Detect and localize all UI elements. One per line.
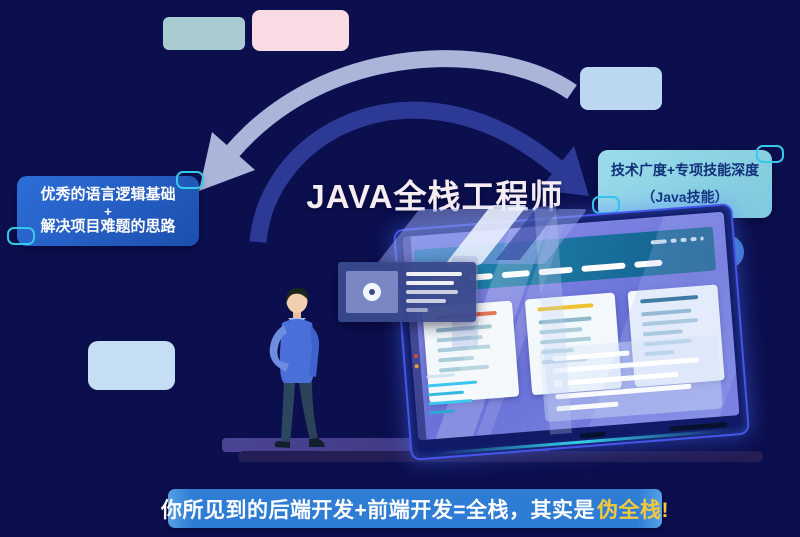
- thumbnail: [346, 271, 398, 313]
- curved-arrow-left-icon: [199, 50, 577, 191]
- media-card-lines: [406, 272, 462, 317]
- person-illustration: [269, 287, 325, 448]
- bottom-banner: 你所见到的后端开发+前端开发=全栈，其实是 伪全栈!: [161, 489, 669, 528]
- left-card-line: 优秀的语言逻辑基础: [40, 185, 176, 203]
- code-lines: [426, 372, 479, 421]
- outline-accent-icon: [176, 171, 204, 189]
- person-neck: [293, 311, 301, 319]
- disc-icon: [363, 283, 381, 301]
- floor-shadow: [238, 451, 763, 462]
- text-line: [406, 281, 454, 285]
- left-highlight-card: 优秀的语言逻辑基础 + 解决项目难题的思路: [17, 176, 199, 246]
- monitor-vent: [669, 422, 728, 432]
- text-line: [406, 272, 462, 276]
- text-line: [427, 390, 464, 397]
- text-line: [555, 383, 691, 400]
- deco-pink-rect: [252, 10, 349, 51]
- person-leg: [281, 381, 295, 442]
- outline-accent-icon: [7, 227, 35, 245]
- left-card-line: 解决项目难题的思路: [40, 217, 176, 235]
- deco-blue-rect-top-right: [580, 67, 662, 110]
- left-card-plus: +: [104, 203, 112, 219]
- person-leg: [299, 381, 318, 440]
- text-line: [406, 299, 446, 303]
- person-shoe: [309, 438, 325, 447]
- banner-text: 你所见到的后端开发+前端开发=全栈，其实是: [160, 498, 596, 522]
- text-line: [406, 290, 458, 294]
- dash: [581, 262, 626, 272]
- floating-media-card: [338, 262, 476, 322]
- outline-accent-icon: [756, 145, 784, 163]
- monitor-vent: [579, 431, 606, 439]
- text-line: [428, 398, 473, 406]
- right-card-line: （Java技能）: [641, 189, 729, 205]
- yellow-dot-icon: [414, 364, 419, 369]
- person-arm: [269, 325, 289, 372]
- text-line: [427, 380, 478, 388]
- text-line: [406, 308, 428, 312]
- person-hair: [286, 287, 309, 305]
- red-dot-icon: [413, 354, 419, 359]
- text-line: [567, 371, 679, 386]
- person-arm: [309, 325, 320, 377]
- right-card-line: 技术广度+专项技能深度: [610, 162, 760, 179]
- curved-arrow-right-icon: [249, 101, 589, 243]
- person-shoe: [274, 441, 290, 448]
- deco-blue-rect-left: [88, 341, 175, 390]
- person-torso: [279, 319, 316, 383]
- deco-teal-rect: [163, 17, 245, 50]
- banner-highlight: 伪全栈!: [597, 498, 670, 522]
- person-head: [286, 289, 308, 313]
- text-line: [429, 409, 456, 415]
